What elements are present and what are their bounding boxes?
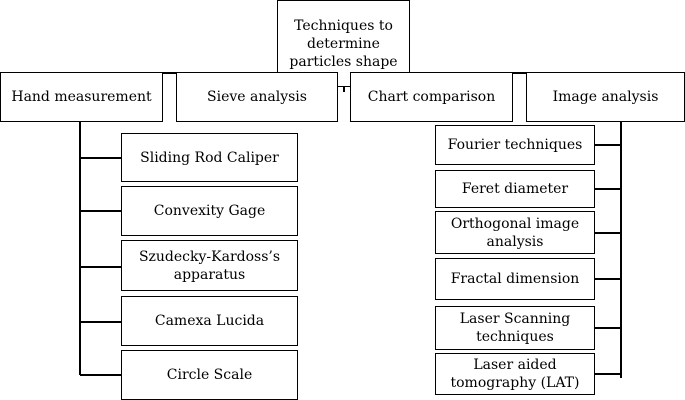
image-trunk-line <box>620 121 622 378</box>
image-item-feret-diameter: Feret diameter <box>435 170 595 208</box>
hand-trunk-line <box>79 121 81 375</box>
image-item-label: Laser Scanning techniques <box>459 311 571 345</box>
image-item-laser-aided-tomography: Laser aided tomography (LAT) <box>435 353 595 395</box>
hand-branch-line <box>80 321 121 323</box>
hand-item-label: Szudecky-Kardoss’s apparatus <box>138 248 281 283</box>
hand-item-label: Convexity Gage <box>153 203 266 219</box>
image-branch-line <box>594 278 621 280</box>
image-branch-line <box>594 327 621 329</box>
image-item-fractal-dimension: Fractal dimension <box>435 258 595 300</box>
hand-branch-line <box>80 157 121 159</box>
category-label: Hand measurement <box>11 89 152 105</box>
image-branch-line <box>594 188 621 190</box>
root-to-bus-line <box>343 86 345 92</box>
hand-item-circle-scale: Circle Scale <box>121 350 298 400</box>
category-label: Sieve analysis <box>207 89 307 105</box>
hand-item-convexity-gage: Convexity Gage <box>121 186 298 236</box>
category-image-analysis: Image analysis <box>526 72 685 122</box>
image-item-label: Laser aided tomography (LAT) <box>450 357 580 391</box>
hand-branch-line <box>80 266 121 268</box>
image-branch-line <box>594 373 621 375</box>
hand-item-szudecky-kardoss-apparatus: Szudecky-Kardoss’s apparatus <box>121 240 298 291</box>
category-sieve-analysis: Sieve analysis <box>176 72 338 122</box>
hand-branch-line <box>80 210 121 212</box>
image-item-fourier-techniques: Fourier techniques <box>435 125 595 165</box>
hand-item-label: Sliding Rod Caliper <box>140 149 279 166</box>
image-item-label: Feret diameter <box>461 181 569 197</box>
hand-item-label: Circle Scale <box>166 367 253 383</box>
image-item-orthogonal-image-analysis: Orthogonal image analysis <box>435 211 595 254</box>
hand-branch-line <box>80 374 121 376</box>
root-node: Techniques to determine particles shape <box>277 0 410 87</box>
image-item-laser-scanning-techniques: Laser Scanning techniques <box>435 306 595 350</box>
hand-item-sliding-rod-caliper: Sliding Rod Caliper <box>121 133 298 182</box>
image-item-label: Orthogonal image analysis <box>450 215 580 250</box>
image-branch-line <box>594 144 621 146</box>
hand-item-camexa-lucida: Camexa Lucida <box>121 296 298 346</box>
category-label: Chart comparison <box>367 89 496 105</box>
root-node-label: Techniques to determine particles shape <box>289 17 398 70</box>
image-item-label: Fourier techniques <box>447 137 583 153</box>
image-item-label: Fractal dimension <box>450 271 580 287</box>
image-branch-line <box>594 232 621 234</box>
category-label: Image analysis <box>552 89 659 105</box>
hand-item-label: Camexa Lucida <box>154 313 265 329</box>
category-chart-comparison: Chart comparison <box>350 72 513 122</box>
category-hand-measurement: Hand measurement <box>0 72 163 122</box>
